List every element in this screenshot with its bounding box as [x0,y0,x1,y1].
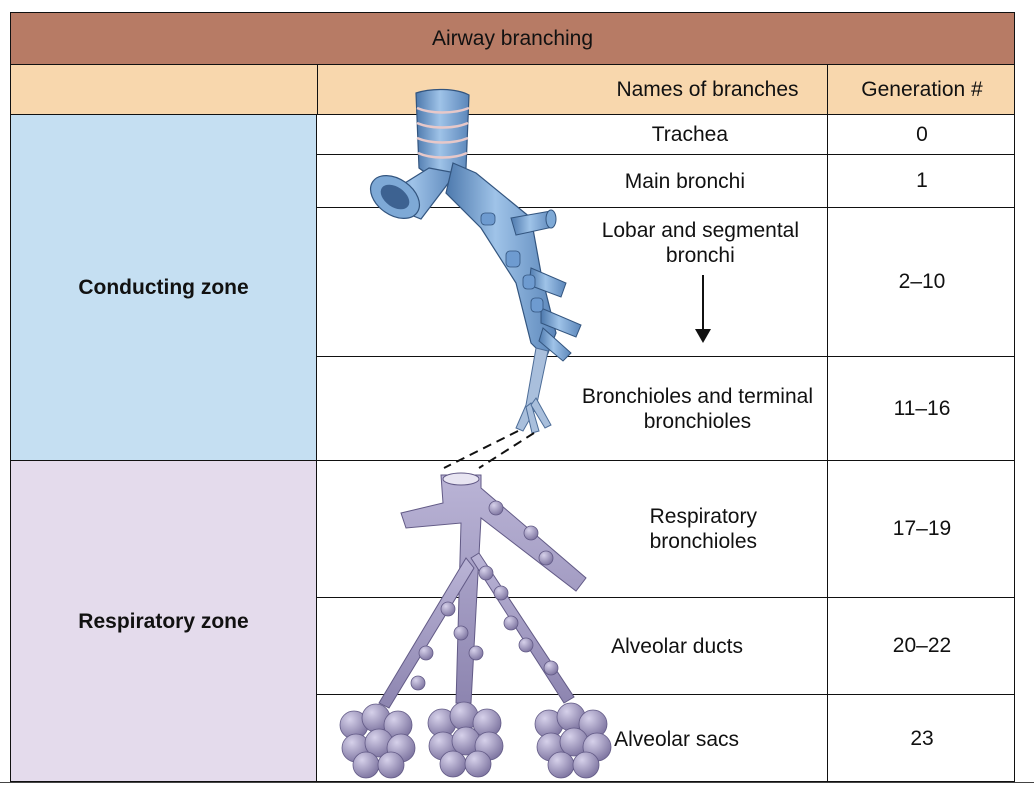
branch-name-line: Bronchioles and terminal [581,384,813,408]
branch-name: Alveolar sacs [614,727,739,751]
branch-name-cell: Lobar and segmental bronchi [317,208,828,356]
generation-value: 11–16 [893,396,951,420]
generation-cell: 11–16 [828,357,1014,460]
branch-rows: Trachea 0 Main bronchi 1 Lobar and segme… [317,115,1014,781]
branch-name-line: bronchioles [643,409,752,433]
generation-value: 23 [910,727,934,750]
column-header-names: Names of branches [317,65,828,114]
generation-cell: 20–22 [828,598,1014,694]
column-header-names-text: Names of branches [616,77,799,101]
generation-value: 2–10 [898,270,946,293]
table-row: Lobar and segmental bronchi 2–10 [317,208,1014,357]
branch-name: Bronchioles and terminal bronchioles [582,384,813,434]
table-row: Bronchioles and terminal bronchioles 11–… [317,357,1014,461]
column-header-generation: Generation # [828,65,1014,114]
branch-name: Lobar and segmental bronchi [602,218,799,268]
branch-name-cell: Respiratory bronchioles [317,461,828,597]
column-header-generation-text: Generation # [861,77,983,101]
table-row: Main bronchi 1 [317,155,1014,208]
branch-name: Alveolar ducts [611,634,743,658]
table-row: Trachea 0 [317,115,1014,155]
table-row: Respiratory bronchioles 17–19 [317,461,1014,598]
generation-cell: 23 [828,695,1014,781]
branch-name: Trachea [651,123,728,146]
branch-name: Respiratory bronchioles [650,504,757,554]
table-row: Alveolar ducts 20–22 [317,598,1014,695]
generation-value: 0 [916,122,928,146]
bottom-rule [0,782,1034,783]
branch-name-line: Lobar and segmental [601,219,799,242]
branch-name-cell: Trachea [317,115,828,154]
conducting-zone-label: Conducting zone [78,275,249,299]
conducting-zone-cell: Conducting zone [11,115,317,461]
respiratory-zone-label: Respiratory zone [78,610,249,633]
table-title: Airway branching [11,13,1014,65]
generation-value: 17–19 [892,517,952,540]
generation-value: 1 [916,169,928,192]
generation-cell: 2–10 [828,208,1014,356]
generation-cell: 0 [828,115,1014,154]
branch-name-cell: Main bronchi [317,155,828,207]
branch-name-line: bronchi [665,244,735,267]
generation-cell: 1 [828,155,1014,207]
table-title-text: Airway branching [431,26,594,50]
branch-name-cell: Bronchioles and terminal bronchioles [317,357,828,460]
column-header-row: Names of branches Generation # [11,65,1014,115]
branch-name-cell: Alveolar sacs [317,695,828,781]
branch-name-line: bronchioles [649,530,757,553]
branch-name-cell: Alveolar ducts [317,598,828,694]
respiratory-zone-cell: Respiratory zone [11,461,317,781]
generation-value: 20–22 [892,634,952,657]
table-row: Alveolar sacs 23 [317,695,1014,781]
branch-name: Main bronchi [624,169,745,193]
airway-branching-table: Airway branching Names of branches Gener… [10,12,1015,782]
branch-name-line: Respiratory [649,505,757,528]
generation-cell: 17–19 [828,461,1014,597]
